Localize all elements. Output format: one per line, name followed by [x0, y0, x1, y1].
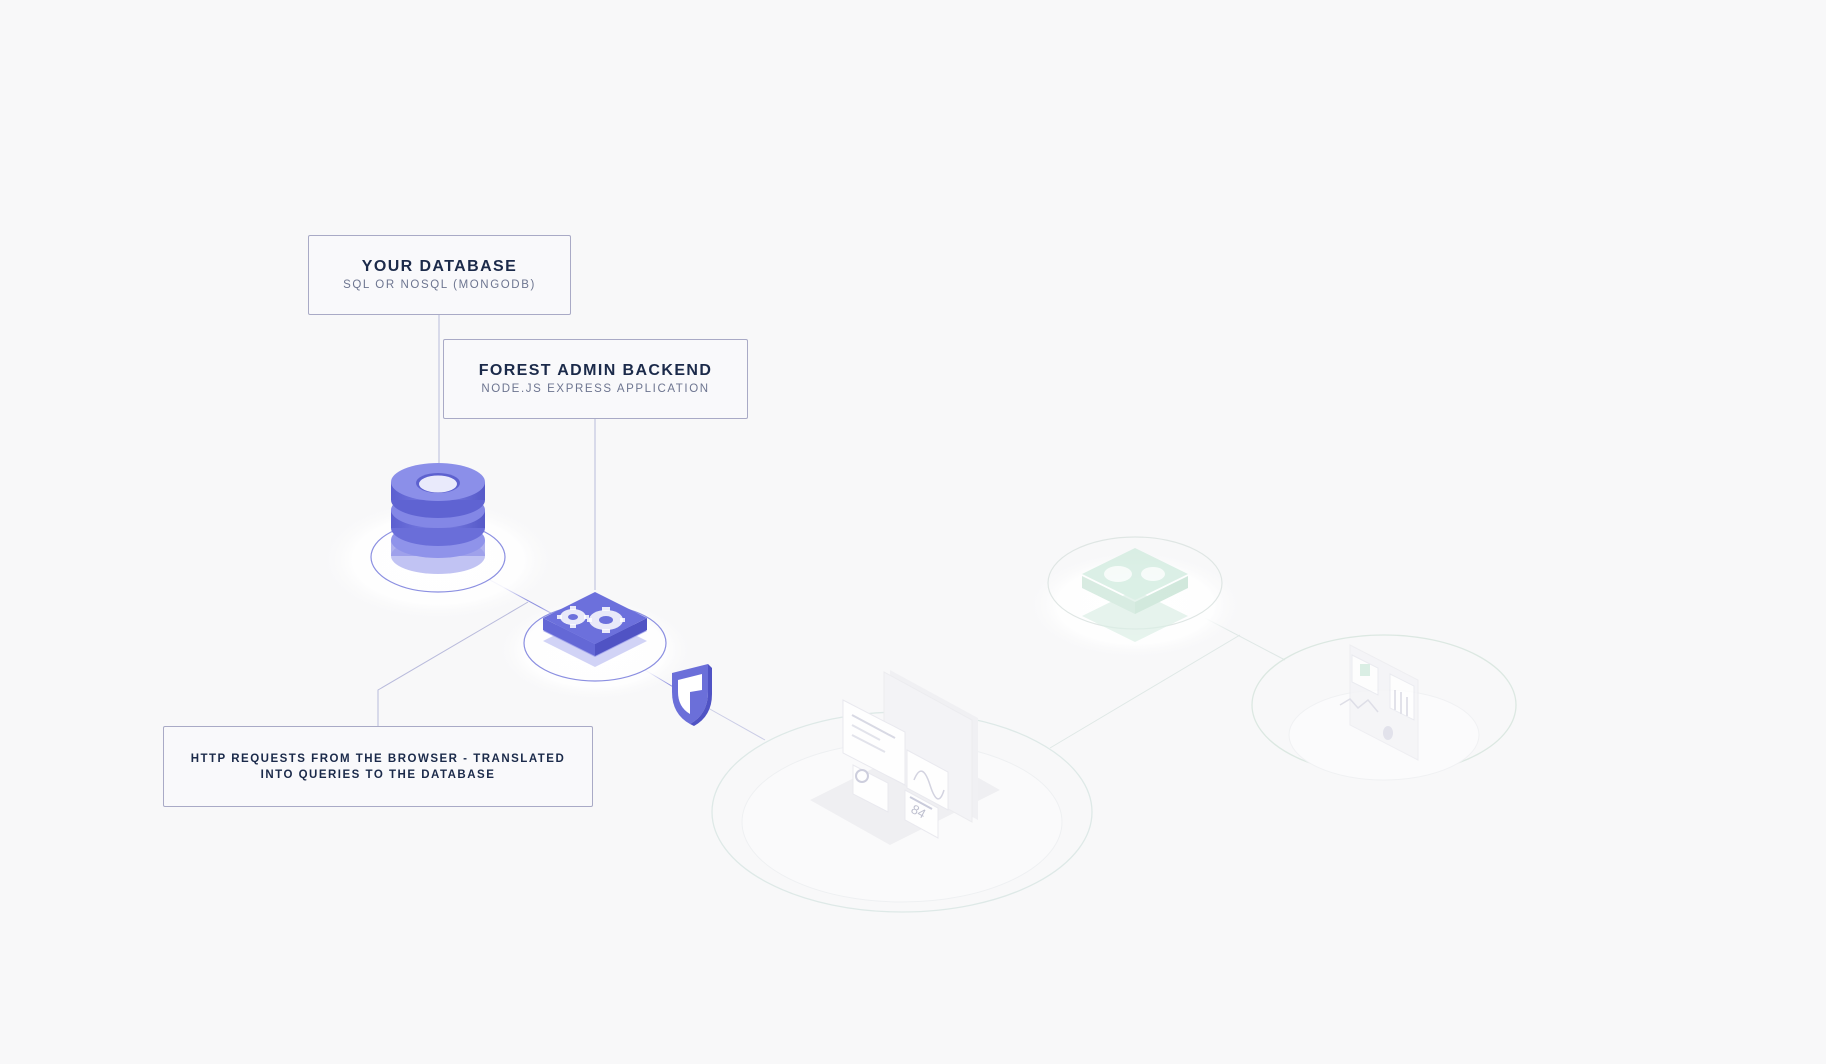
http-line-2: INTO QUERIES TO THE DATABASE — [260, 768, 496, 781]
remote-server-node — [1025, 536, 1245, 660]
database-subtitle: SQL OR NOSQL (MONGODB) — [343, 279, 536, 291]
link-shield-laptop — [707, 707, 766, 741]
link-laptop-server — [1049, 634, 1241, 749]
connector-http — [377, 601, 529, 726]
backend-node — [495, 592, 695, 702]
remote-gears-icon — [1082, 548, 1188, 642]
laptop-node: 84 — [711, 670, 1093, 913]
http-label-box: HTTP REQUESTS FROM THE BROWSER - TRANSLA… — [163, 726, 593, 807]
backend-title: FOREST ADMIN BACKEND — [478, 362, 713, 379]
dashboard-metric: 84 — [909, 801, 929, 821]
remote-dashboard-icon — [1339, 644, 1419, 761]
database-icon — [391, 463, 485, 574]
shield-icon — [672, 664, 712, 726]
gears-icon — [543, 592, 647, 667]
dashboard-icon: 84 — [842, 699, 949, 839]
backend-subtitle: NODE.JS EXPRESS APPLICATION — [481, 383, 710, 395]
http-line-1: HTTP REQUESTS FROM THE BROWSER - TRANSLA… — [190, 752, 566, 765]
backend-label-box: FOREST ADMIN BACKEND NODE.JS EXPRESS APP… — [443, 339, 748, 419]
database-label-box: YOUR DATABASE SQL OR NOSQL (MONGODB) — [308, 235, 571, 315]
database-title: YOUR DATABASE — [361, 258, 518, 275]
remote-dashboard-node — [1251, 634, 1517, 781]
database-node — [318, 463, 558, 622]
